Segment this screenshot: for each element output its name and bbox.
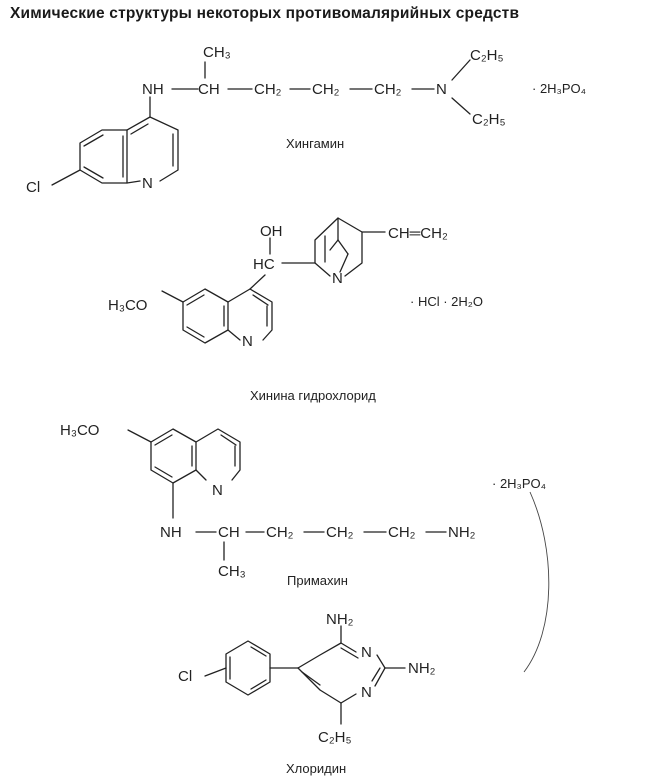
quinine-bridge-n: N <box>332 270 343 287</box>
quinine-salt: · HCl · 2H₂O <box>410 294 483 309</box>
primaquine-salt: · 2H₃PO₄ <box>492 476 546 491</box>
primaquine-ch2-b: CH₂ <box>326 524 354 541</box>
quinine-ring-n: N <box>242 333 253 350</box>
hingamin-ethyl-2: C₂H₅ <box>472 111 506 128</box>
chloridine-caption: Хлоридин <box>286 761 346 776</box>
structure-chloridine: NH₂ N N NH₂ Cl C₂H₅ Хлоридин <box>178 611 436 776</box>
quinine-hc: HC <box>253 256 275 273</box>
hingamin-nh: NH <box>142 81 164 98</box>
primaquine-bracket-curve <box>523 491 550 673</box>
primaquine-methoxy: H₃CO <box>60 422 99 439</box>
structure-hingamin: CH₃ NH CH CH₂ CH₂ CH₂ N C₂H₅ C₂H₅ N Cl ·… <box>26 44 586 196</box>
hingamin-bonds <box>51 59 471 186</box>
hingamin-ch2-c: CH₂ <box>374 81 402 98</box>
chloridine-nh2-right: NH₂ <box>408 660 436 677</box>
hingamin-ring-n: N <box>142 175 153 192</box>
primaquine-ch: CH <box>218 524 240 541</box>
quinine-oh: OH <box>260 223 283 240</box>
quinine-methoxy: H₃CO <box>108 297 147 314</box>
page-title: Химические структуры некоторых противома… <box>10 5 520 22</box>
chloridine-n1: N <box>361 644 372 661</box>
primaquine-nh2: NH₂ <box>448 524 476 541</box>
hingamin-cl: Cl <box>26 179 40 196</box>
primaquine-nh: NH <box>160 524 182 541</box>
structure-quinine: OH HC CH═CH₂ N H₃CO N · HCl · 2H₂O Хинин… <box>108 217 483 403</box>
hingamin-ethyl-1: C₂H₅ <box>470 47 504 64</box>
primaquine-ch3: CH₃ <box>218 563 246 580</box>
primaquine-caption: Примахин <box>287 573 348 588</box>
hingamin-caption: Хингамин <box>286 136 344 151</box>
hingamin-n: N <box>436 81 447 98</box>
chloridine-n2: N <box>361 684 372 701</box>
chloridine-ethyl: C₂H₅ <box>318 729 352 746</box>
hingamin-salt: · 2H₃PO₄ <box>532 81 586 96</box>
primaquine-ring-n: N <box>212 482 223 499</box>
quinine-caption: Хинина гидрохлорид <box>250 388 376 403</box>
structure-primaquine: H₃CO N NH CH CH₂ CH₂ CH₂ NH₂ CH₃ · 2H₃PO… <box>60 422 550 673</box>
primaquine-ch2-a: CH₂ <box>266 524 294 541</box>
chloridine-nh2-top: NH₂ <box>326 611 354 628</box>
hingamin-ch2-b: CH₂ <box>312 81 340 98</box>
primaquine-bonds <box>127 428 447 561</box>
quinine-vinyl: CH═CH₂ <box>388 225 448 242</box>
chloridine-cl: Cl <box>178 668 192 685</box>
hingamin-ch3: CH₃ <box>203 44 231 61</box>
hingamin-ch: CH <box>198 81 220 98</box>
primaquine-ch2-c: CH₂ <box>388 524 416 541</box>
hingamin-ch2-a: CH₂ <box>254 81 282 98</box>
chloridine-bonds <box>204 625 406 725</box>
quinine-bonds <box>161 217 386 344</box>
